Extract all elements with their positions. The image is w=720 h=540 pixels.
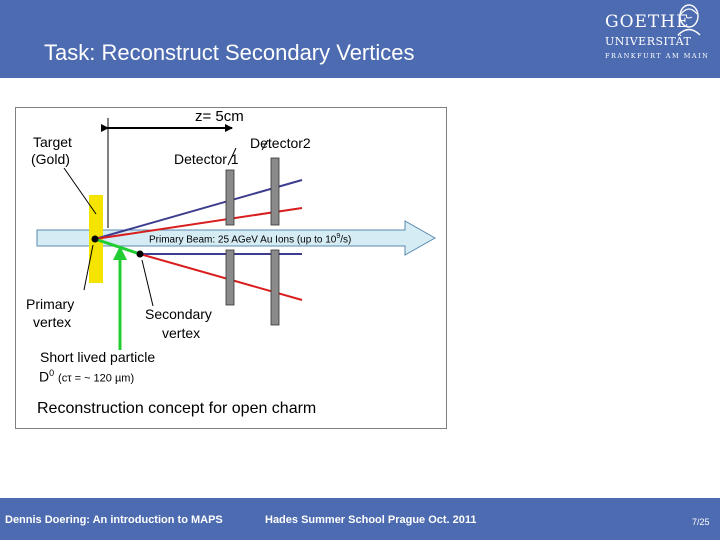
reconstruction-diagram	[15, 107, 447, 429]
detector2-label: Detector2	[250, 135, 311, 151]
target-label-line2: (Gold)	[31, 151, 70, 167]
logo-university-text: UNIVERSITÄT	[605, 35, 692, 48]
beam-label-suffix: /s)	[340, 234, 352, 246]
d0-label: D0 (cτ = ~ 120 µm)	[39, 368, 134, 385]
slide-header: Task: Reconstruct Secondary Vertices GOE…	[0, 0, 720, 78]
d0-sup: 0	[49, 368, 55, 378]
footer-school: Hades Summer School Prague Oct. 2011	[265, 514, 477, 526]
d0-name: D	[39, 368, 50, 385]
detector-2-lower	[270, 249, 280, 326]
green-track	[94, 237, 141, 256]
detector1-pointer	[227, 147, 237, 166]
detector-1-lower	[225, 249, 235, 306]
slide-footer: Dennis Doering: An introduction to MAPS …	[0, 498, 720, 540]
detector2-pointer	[261, 139, 269, 151]
university-logo: GOETHE UNIVERSITÄT FRANKFURT AM MAIN	[600, 2, 710, 68]
primary-vertex-dot	[91, 235, 99, 243]
slide-title: Task: Reconstruct Secondary Vertices	[44, 40, 415, 65]
d0-detail: (cτ = ~ 120 µm)	[58, 372, 135, 385]
secondary-vertex-line1: Secondary	[145, 306, 212, 322]
secondary-vertex-pointer	[141, 259, 154, 307]
footer-author: Dennis Doering: An introduction to MAPS	[5, 514, 223, 526]
distance-label: z= 5cm	[195, 108, 244, 125]
secondary-vertex-line2: vertex	[162, 325, 201, 341]
red-track-upper	[94, 207, 303, 240]
logo-goethe-text: GOETHE	[605, 12, 690, 32]
page-number: 7/25	[692, 517, 710, 527]
short-lived-label: Short lived particle	[40, 349, 156, 365]
target-label-line1: Target	[33, 134, 72, 150]
target-pointer	[63, 167, 97, 215]
detector1-label: Detector 1	[174, 151, 239, 167]
detector-1-upper	[225, 169, 235, 226]
beam-label-prefix: Primary Beam: 25 AGeV Au Ions (up to 10	[149, 234, 337, 246]
logo-city-text: FRANKFURT AM MAIN	[605, 52, 710, 60]
detector-2-upper	[270, 157, 280, 226]
concept-label: Reconstruction concept for open charm	[37, 400, 317, 417]
blue-track-upper	[94, 179, 303, 240]
primary-vertex-line2: vertex	[33, 314, 72, 330]
beam-label: Primary Beam: 25 AGeV Au Ions (up to 109…	[149, 233, 351, 245]
primary-vertex-pointer	[83, 244, 94, 291]
goethe-portrait-icon	[677, 4, 701, 36]
short-lived-arrow-head	[113, 246, 127, 260]
primary-vertex-line1: Primary	[26, 296, 75, 312]
secondary-vertex-dot	[136, 250, 144, 258]
beam-label-exp: 9	[336, 233, 341, 240]
